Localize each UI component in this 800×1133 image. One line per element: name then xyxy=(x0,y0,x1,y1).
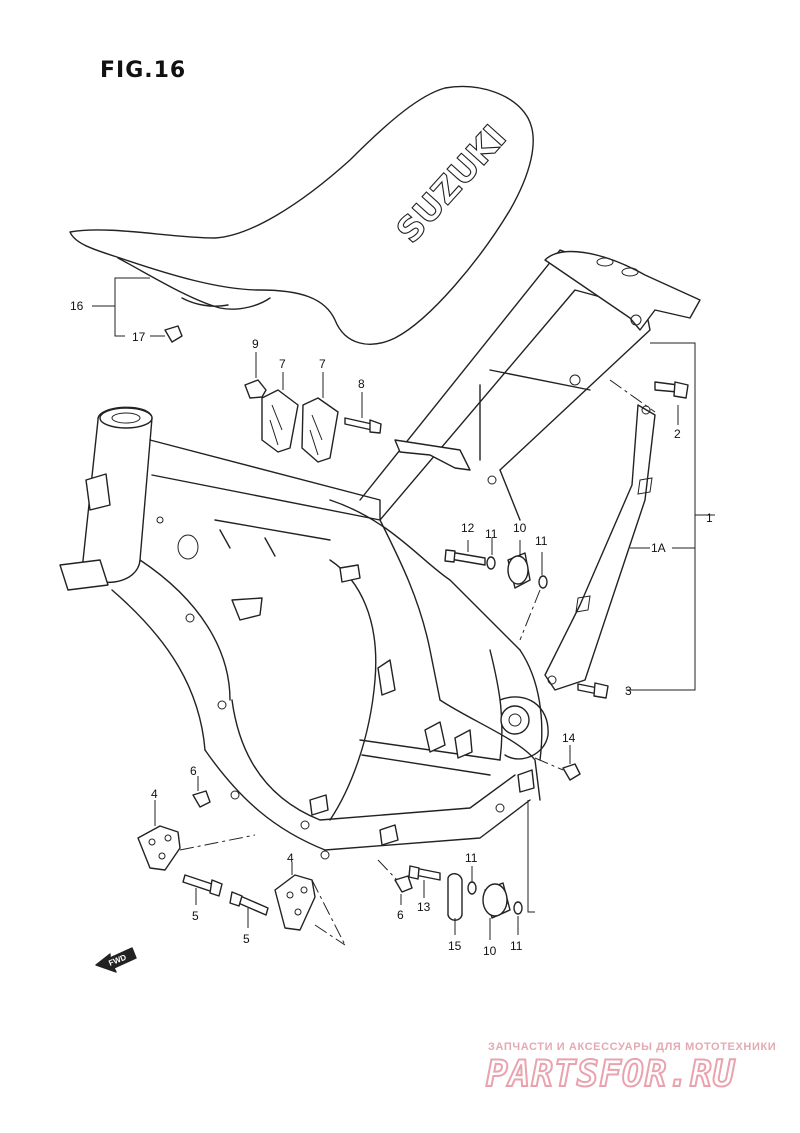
callout-8: 8 xyxy=(358,377,365,391)
bracket-7b-icon xyxy=(301,397,339,463)
callout-9: 9 xyxy=(252,337,259,351)
nut-6b-icon xyxy=(394,875,413,893)
bolt-8-icon xyxy=(344,417,373,431)
mount-plate-4a-icon xyxy=(137,825,181,871)
nut-9-icon xyxy=(244,379,267,399)
fwd-arrow-icon: FWD xyxy=(95,947,137,973)
washer-11c-icon xyxy=(467,881,477,895)
callout-6a: 6 xyxy=(190,764,197,778)
callout-15: 15 xyxy=(448,939,462,953)
callout-11d: 11 xyxy=(510,939,523,953)
seat: SUZUKI xyxy=(69,85,534,345)
washer-11d-icon xyxy=(513,901,523,915)
callout-11b: 11 xyxy=(535,534,548,548)
callout-bracket-1 xyxy=(650,342,715,516)
bracket-7a-icon xyxy=(261,389,299,453)
figure-title: FIG.16 xyxy=(100,58,187,83)
watermark-tagline: ЗАПЧАСТИ И АКСЕССУАРЫ ДЛЯ МОТОТЕХНИКИ xyxy=(488,1041,777,1053)
washer-11a-icon xyxy=(486,556,496,570)
callout-4a: 4 xyxy=(151,787,158,801)
nut-14-icon xyxy=(562,763,581,781)
callout-7b: 7 xyxy=(319,357,326,371)
watermark-logo: PARTSFOR.RU xyxy=(485,1053,736,1096)
callout-14: 14 xyxy=(562,731,576,745)
callout-1A: 1A xyxy=(651,541,666,555)
callout-4b: 4 xyxy=(287,851,294,865)
callout-10a: 10 xyxy=(513,521,527,535)
mount-plate-4b-icon xyxy=(274,874,316,931)
rear-subframe xyxy=(544,404,656,691)
washer-11b-icon xyxy=(538,575,548,589)
callout-13: 13 xyxy=(417,900,431,914)
callout-11a: 11 xyxy=(485,527,498,541)
callout-7a: 7 xyxy=(279,357,286,371)
callout-17: 17 xyxy=(132,330,146,344)
callout-5a: 5 xyxy=(192,909,199,923)
callout-3: 3 xyxy=(625,684,632,698)
seat-callouts xyxy=(92,277,183,343)
callout-5b: 5 xyxy=(243,932,250,946)
clamp-15-icon xyxy=(447,873,463,921)
seat-bolt-icon xyxy=(164,325,183,343)
callout-1: 1 xyxy=(706,511,713,525)
callout-10b: 10 xyxy=(483,944,497,958)
callout-11c: 11 xyxy=(465,851,478,865)
callout-16: 16 xyxy=(70,299,84,313)
callout-12: 12 xyxy=(461,521,475,535)
callout-2: 2 xyxy=(674,427,681,441)
motorcycle-frame xyxy=(59,249,701,860)
callout-6b: 6 xyxy=(397,908,404,922)
nut-6a-icon xyxy=(192,790,211,808)
